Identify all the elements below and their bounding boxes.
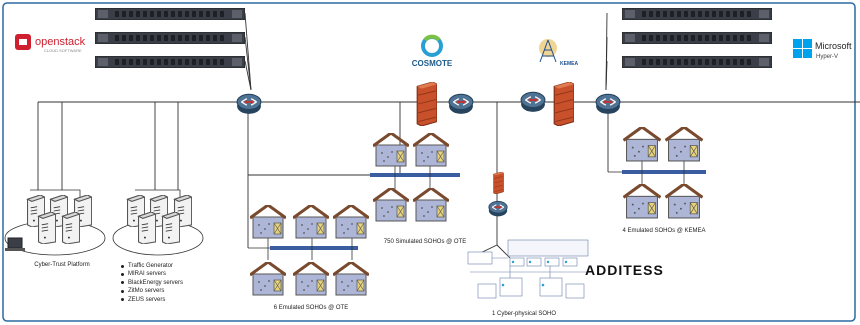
server-rack-icon <box>95 56 245 68</box>
ote-emulated-sohos <box>248 205 369 296</box>
emulated-sohos-ote-label: 6 Emulated SOHOs @ OTE <box>274 305 348 311</box>
microsoft-hyperv-logo: Microsoft Hyper-V <box>793 38 857 69</box>
attack-servers-group <box>112 189 204 256</box>
cosmote-wordmark: COSMOTE <box>412 59 453 68</box>
list-item: BlackEnergy servers <box>120 279 184 286</box>
openstack-wordmark: openstack <box>35 36 86 48</box>
additess-logo: ADDITESS <box>585 262 664 278</box>
server-rack-icon <box>622 56 772 68</box>
windows-icon: Microsoft Hyper-V <box>793 39 852 60</box>
outer-frame <box>2 2 856 322</box>
emulated-sohos-kemea-label: 4 Emulated SOHOs @ KEMEA <box>622 228 705 234</box>
server-rack-icon <box>622 32 772 44</box>
ote-simulated-sohos <box>370 133 460 222</box>
server-rack-icon <box>95 8 245 20</box>
kemea-wordmark: KEMEA <box>560 61 578 67</box>
list-item: ZitMo servers <box>120 287 183 295</box>
router-icon <box>595 93 621 115</box>
microsoft-wordmark: Microsoft <box>815 41 852 51</box>
router-icon <box>236 93 262 115</box>
openstack-logo: openstack CLOUD SOFTWARE <box>14 32 114 59</box>
firewall-icon <box>416 82 437 126</box>
server-rack-icon <box>622 8 772 20</box>
simulated-sohos-label: 750 Simulated SOHOs @ OTE <box>384 239 466 245</box>
list-item: ZEUS servers <box>120 296 183 304</box>
cyber-trust-platform-servers <box>4 189 106 256</box>
platform-label: Cyber-Trust Platform <box>34 262 89 268</box>
hyperv-wordmark: Hyper-V <box>816 54 838 60</box>
server-rack-icon <box>95 32 245 44</box>
cyber-physical-label: 1 Cyber-physical SOHO <box>492 311 556 317</box>
router-icon <box>448 93 474 115</box>
list-item: Traffic Generator <box>120 262 183 270</box>
openstack-mark-icon: openstack CLOUD SOFTWARE <box>15 34 86 53</box>
firewall-icon <box>493 172 504 194</box>
cyber-physical-soho-schematic <box>467 239 590 299</box>
cosmote-logo: COSMOTE <box>412 34 453 68</box>
kemea-emulated-sohos <box>608 127 706 219</box>
attack-servers-list: Traffic Generator MIRAI servers BlackEne… <box>118 262 183 304</box>
list-item: MIRAI servers <box>120 270 183 278</box>
router-icon <box>520 91 546 113</box>
openstack-tagline: CLOUD SOFTWARE <box>44 48 82 53</box>
router-icon <box>488 200 508 217</box>
firewall-icon <box>553 82 574 126</box>
kemea-logo: KEMEA <box>539 39 578 67</box>
